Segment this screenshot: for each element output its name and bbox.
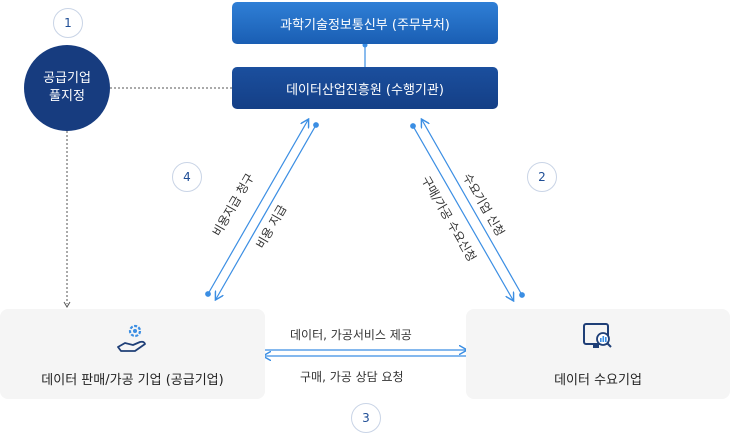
agency-box: 데이터산업진흥원 (수행기관) xyxy=(232,67,498,109)
apply-purchase-arrow xyxy=(413,126,513,300)
step-badge-2: 2 xyxy=(527,162,557,192)
agency-label: 데이터산업진흥원 (수행기관) xyxy=(286,82,444,98)
pay-arrow xyxy=(216,125,316,299)
designate-arrowhead xyxy=(63,301,71,308)
supplier-label: 데이터 판매/가공 기업 (공급기업) xyxy=(41,373,224,388)
designate-line1: 공급기업 xyxy=(43,71,91,86)
ministry-box: 과학기술정보통신부 (주무부처) xyxy=(232,2,498,44)
demand-card: 데이터 수요기업 xyxy=(466,309,730,399)
monitor-chart-icon xyxy=(583,323,612,348)
designate-circle: 공급기업 풀지정 xyxy=(24,45,110,131)
step-badge-4: 4 xyxy=(172,162,202,192)
ministry-label: 과학기술정보통신부 (주무부처) xyxy=(280,17,450,33)
step-badge-1: 1 xyxy=(53,8,83,38)
demand-label: 데이터 수요기업 xyxy=(554,373,642,388)
step-badge-3: 3 xyxy=(351,403,381,433)
designate-line2: 풀지정 xyxy=(49,89,85,104)
hand-gear-icon xyxy=(116,324,146,352)
provide-label: 데이터, 가공서비스 제공 xyxy=(290,328,412,342)
request-label: 구매, 가공 상담 요청 xyxy=(300,370,404,384)
supplier-card: 데이터 판매/가공 기업 (공급기업) xyxy=(0,309,265,399)
